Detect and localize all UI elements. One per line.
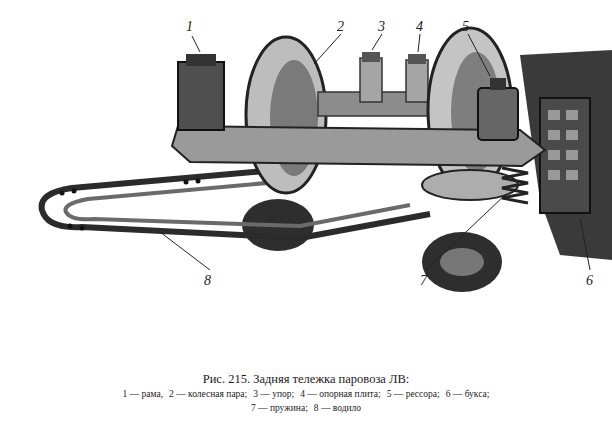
frame (172, 54, 545, 166)
leader-lines-part (314, 34, 341, 64)
locomotive-body-part (566, 110, 578, 120)
leader-lines-part (418, 34, 420, 52)
drawbar-part (184, 180, 189, 185)
locomotive-body-part (548, 130, 560, 140)
frame-part (178, 62, 224, 130)
drawbar-part (80, 226, 85, 231)
callout-number: 7 (420, 274, 427, 288)
coil-spring-part (502, 168, 528, 203)
callout-number: 3 (378, 20, 385, 34)
stops-part (360, 58, 382, 102)
locomotive-body-part (548, 110, 560, 120)
frame-part (186, 54, 216, 66)
support-plate (422, 170, 518, 200)
coil-spring (502, 168, 528, 203)
drawbar-part (65, 180, 410, 226)
part-name: 6 — букса; (446, 389, 490, 399)
locomotive-body-part (548, 170, 560, 180)
caption-line: 7 — пружина; 8 — водило (0, 403, 612, 414)
drawbar-part (68, 224, 73, 229)
leader-lines-part (372, 34, 382, 50)
figure-caption: Рис. 215. Задняя тележка паровоза ЛВ: (0, 372, 612, 387)
part-name: 2 — колесная пара; (169, 389, 247, 399)
wheel-left-part (246, 37, 326, 193)
part-name: 1 — рама, (123, 389, 164, 399)
spring-box-part (478, 88, 518, 140)
stops (360, 52, 428, 102)
part-name: 7 — пружина; (251, 403, 308, 413)
leader-lines (160, 34, 590, 270)
stops-part (408, 54, 426, 64)
leader-lines-part (468, 34, 490, 76)
part-name: 3 — упор; (253, 389, 294, 399)
locomotive-body-part (548, 150, 560, 160)
callout-number: 2 (337, 20, 344, 34)
callout-number: 4 (416, 20, 423, 34)
callout-number: 1 (186, 20, 193, 34)
callout-number: 6 (586, 274, 593, 288)
callout-number: 8 (204, 274, 211, 288)
leader-lines-part (580, 218, 590, 270)
spring-box-part (490, 78, 506, 90)
leader-lines-part (192, 36, 200, 52)
drawbar (42, 168, 430, 238)
part-name: 4 — опорная плита; (300, 389, 380, 399)
callout-number: 5 (462, 20, 469, 34)
locomotive-body-part (540, 98, 590, 213)
wheel-left (246, 37, 326, 193)
locomotive-body-part (566, 150, 578, 160)
spring-box (478, 78, 518, 140)
locomotive-body-part (566, 130, 578, 140)
caption-line: 1 — рама, 2 — колесная пара; 3 — упор; 4 — … (0, 389, 612, 400)
stops-part (362, 52, 380, 62)
part-name: 8 — водило (314, 403, 361, 413)
part-name: 5 — рессора; (387, 389, 440, 399)
drawbar-part (72, 189, 77, 194)
leader-lines-part (426, 195, 505, 270)
drawbar-part (42, 168, 430, 238)
stops-part (406, 60, 428, 102)
drawbar-part (60, 191, 65, 196)
locomotive-body-part (566, 170, 578, 180)
leader-lines-part (160, 232, 210, 270)
support-plate-part (422, 170, 518, 200)
wheel-lower-part (440, 248, 484, 276)
drawbar-part (196, 179, 201, 184)
